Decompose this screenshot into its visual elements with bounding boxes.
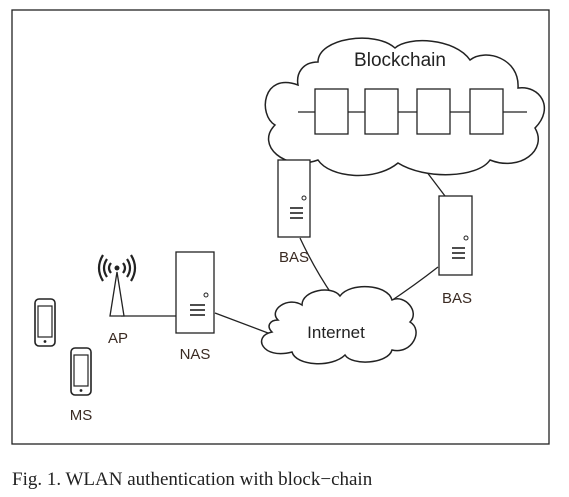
internet-label: Internet — [307, 323, 365, 342]
bas-right-label: BAS — [442, 290, 472, 307]
internet-cloud-outline — [260, 285, 417, 365]
link-nas-internet — [214, 312, 269, 334]
server-body — [175, 251, 215, 334]
nas-server-icon — [175, 251, 215, 334]
antenna-wave — [97, 254, 104, 282]
antenna-wave — [126, 258, 132, 278]
ap-label: AP — [108, 330, 128, 347]
bas-left-server-icon — [277, 159, 311, 238]
bas-left-label: BAS — [279, 249, 309, 266]
phone-screen — [73, 354, 89, 387]
server-led — [203, 292, 209, 298]
figure-frame — [11, 9, 550, 445]
mobile-phone-icon — [70, 347, 92, 396]
antenna-mast — [109, 271, 125, 317]
antenna-wave — [102, 258, 108, 278]
bas-right-server-icon — [438, 195, 473, 276]
antenna-tip — [114, 265, 120, 271]
chain-block — [416, 88, 451, 135]
link-bas-left-internet — [299, 237, 334, 297]
antenna-wave — [122, 262, 127, 274]
server-led — [463, 235, 469, 241]
blockchain-label: Blockchain — [354, 50, 446, 71]
server-led — [301, 195, 307, 201]
ms-label: MS — [70, 407, 93, 424]
antenna-wave — [130, 254, 137, 282]
antenna-icon — [97, 254, 137, 317]
internet-cloud-icon: Internet — [260, 285, 417, 365]
chain-block — [364, 88, 399, 135]
blockchain-cloud-icon: Blockchain — [264, 37, 546, 177]
nas-label: NAS — [180, 346, 211, 363]
antenna-wave — [107, 262, 112, 274]
server-body — [438, 195, 473, 276]
chain-blocks — [314, 88, 504, 135]
phone-button — [43, 340, 47, 343]
blockchain-cloud-outline — [264, 37, 546, 177]
chain-block — [314, 88, 349, 135]
chain-block — [469, 88, 504, 135]
link-internet-bas-right — [387, 266, 439, 304]
phone-button — [79, 389, 83, 392]
phone-screen — [37, 305, 53, 338]
mobile-phone-icon — [34, 298, 56, 347]
figure-caption: Fig. 1. WLAN authentication with block−c… — [12, 469, 373, 490]
